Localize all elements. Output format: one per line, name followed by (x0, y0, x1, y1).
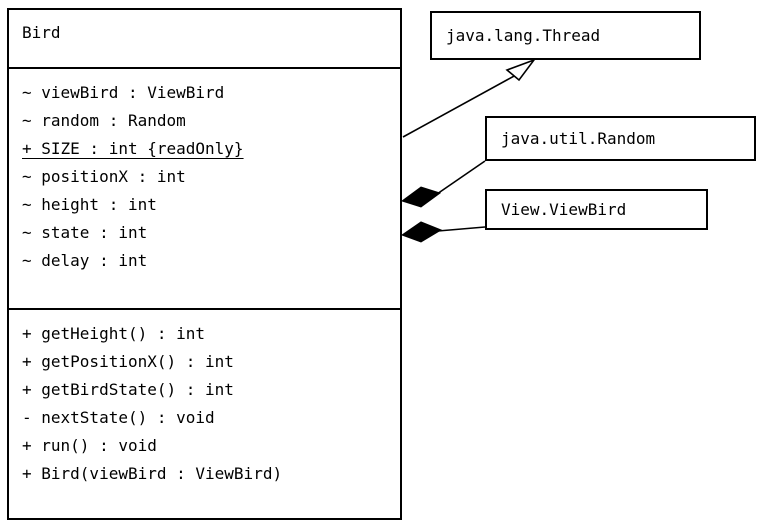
attribute-row[interactable]: ~ random : Random (22, 111, 186, 130)
class-name-label: java.util.Random (501, 128, 656, 148)
class-operations-compartment: + getHeight() : int + getPositionX() : i… (9, 308, 400, 518)
class-box-java-util-random[interactable]: java.util.Random (485, 116, 756, 161)
operation-row[interactable]: + getBirdState() : int (22, 380, 234, 399)
filled-diamond-icon (400, 221, 443, 243)
class-name-compartment: Bird (9, 10, 400, 67)
relationship-composition-random[interactable] (400, 160, 486, 208)
class-box-bird[interactable]: Bird ~ viewBird : ViewBird ~ random : Ra… (7, 8, 402, 520)
operation-row[interactable]: + getPositionX() : int (22, 352, 234, 371)
hollow-triangle-arrowhead-icon (505, 58, 537, 82)
class-name-label: View.ViewBird (501, 199, 627, 219)
attribute-row-static[interactable]: + SIZE : int {readOnly} (22, 139, 244, 158)
relationship-composition-viewbird[interactable] (400, 221, 486, 243)
operation-row[interactable]: + Bird(viewBird : ViewBird) (22, 464, 283, 483)
attribute-row[interactable]: ~ state : int (22, 223, 148, 242)
operation-list: + getHeight() : int + getPositionX() : i… (22, 320, 396, 488)
attribute-row[interactable]: ~ positionX : int (22, 167, 186, 186)
class-box-view-viewbird[interactable]: View.ViewBird (485, 189, 708, 230)
attribute-row[interactable]: ~ height : int (22, 195, 157, 214)
filled-diamond-icon (400, 186, 442, 208)
attribute-row[interactable]: ~ delay : int (22, 251, 148, 270)
class-name-label: Bird (22, 23, 61, 42)
class-box-java-lang-thread[interactable]: java.lang.Thread (430, 11, 701, 60)
attribute-list: ~ viewBird : ViewBird ~ random : Random … (22, 79, 396, 275)
operation-row[interactable]: - nextState() : void (22, 408, 215, 427)
operation-row[interactable]: + run() : void (22, 436, 157, 455)
class-name-label: java.lang.Thread (446, 25, 601, 45)
operation-row[interactable]: + getHeight() : int (22, 324, 206, 343)
attribute-row[interactable]: ~ viewBird : ViewBird (22, 83, 225, 102)
class-attributes-compartment: ~ viewBird : ViewBird ~ random : Random … (9, 67, 400, 308)
composition-line (436, 160, 486, 195)
composition-line (437, 226, 486, 232)
